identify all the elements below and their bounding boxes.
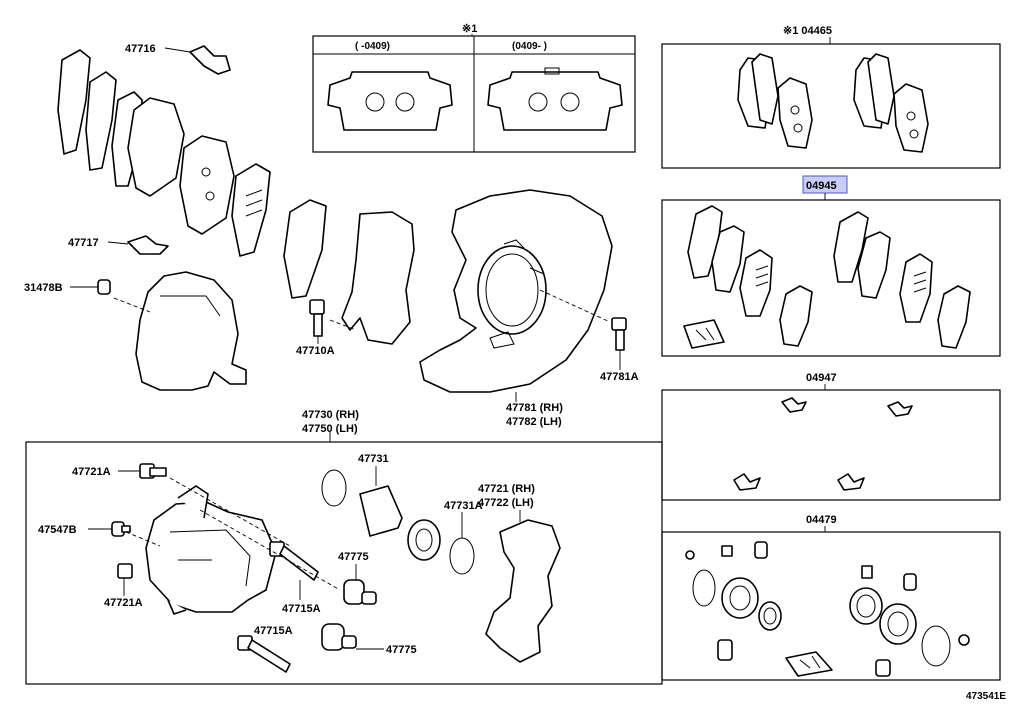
label-47717: 47717 [68,237,99,249]
fitting-kit-box [661,199,1001,357]
label-31478B: 31478B [24,282,63,294]
pin-boot-47775-bottom [321,623,357,651]
leader-dash-47781A [539,289,611,323]
anti-squeal-clip-47717 [127,235,169,255]
caliper-body-upper [135,271,247,391]
label-47721-rh: 47721 (RH) [478,483,535,495]
label-47710A: 47710A [296,345,335,357]
label-47547B: 47547B [38,524,77,536]
pad-kit-pads [737,53,929,153]
label-47715A-mid: 47715A [282,603,321,615]
piston-seal-kit-47731 [321,469,441,561]
caliper-pads-exploded [57,49,327,299]
cylinder-kit-seals [685,541,970,677]
label-47781A: 47781A [600,371,639,383]
bleeder-bolt-47721A-top [139,463,167,479]
label-47750-lh: 47750 (LH) [302,423,358,435]
cylinder-kit-box [661,531,1001,681]
pad-variant-late-pad [487,67,623,131]
pad-variant-label-late: (0409- ) [512,41,547,52]
mounting-bracket-47721 [485,519,561,663]
anti-squeal-kit-label: 04947 [806,372,837,384]
leader-dash-47715A [199,509,341,591]
note-marker-pad-set: ※1 [462,23,477,35]
label-47731: 47731 [358,453,389,465]
leader-dash-47710A [329,319,357,331]
caliper-body-lower [145,485,277,615]
fitting-kit-label[interactable]: 04945 [806,180,837,192]
pad-kit-label: ※1 04465 [783,25,832,37]
caliper-assembly-box [25,441,663,685]
slide-pin-47715A-mid [269,541,319,581]
label-47731A: 47731A [444,500,483,512]
anti-squeal-clip-47716 [189,45,231,75]
bolt-47781A [611,317,627,351]
label-47722-lh: 47722 (LH) [478,497,534,509]
slide-bolt-47710A [309,299,325,337]
pin-boot-47775-top [343,579,377,605]
label-47721A-top: 47721A [72,466,111,478]
cylinder-kit-label: 04479 [806,514,837,526]
ring-47731A [449,537,475,575]
label-47715A-low: 47715A [254,625,293,637]
leader-dash-47721A [169,477,291,547]
disc-brake-dust-cover [419,189,613,393]
label-47716: 47716 [125,43,156,55]
bleeder-plug-31478B [97,279,111,295]
diagram-id: 473541E [966,691,1006,702]
label-47730-rh: 47730 (RH) [302,409,359,421]
label-47721A-bottom: 47721A [104,597,143,609]
label-47781-rh: 47781 (RH) [506,402,563,414]
pad-variant-early-pad [327,71,453,131]
label-47775-top: 47775 [338,551,369,563]
pad-kit-box [661,43,1001,169]
leader-dash-47547B [125,531,161,547]
mounting-bracket-upper [341,211,415,345]
pad-variant-label-early: ( -0409) [355,41,390,52]
label-47775-bottom: 47775 [386,644,417,656]
fitting-kit-shims [683,205,971,349]
anti-squeal-kit-clips [733,397,913,491]
label-47782-lh: 47782 (LH) [506,416,562,428]
bleeder-plug-47547B [111,521,131,537]
slide-pin-47715A-low [237,635,291,673]
anti-squeal-kit-box [661,389,1001,501]
bleeder-bolt-47721A-bottom [117,563,133,579]
